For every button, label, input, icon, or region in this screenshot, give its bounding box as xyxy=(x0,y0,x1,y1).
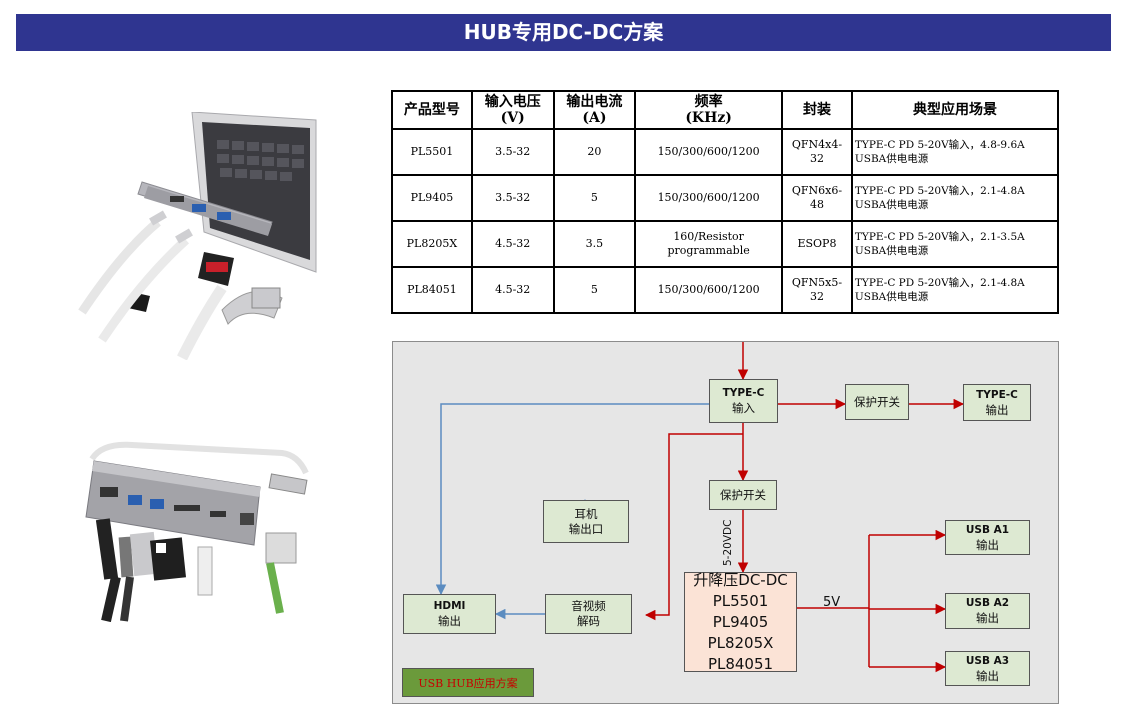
col-header-package: 封装 xyxy=(781,90,853,130)
output-voltage-label: 5V xyxy=(823,595,841,610)
hub-multiport-photo xyxy=(85,441,309,622)
col-header-application: 典型应用场景 xyxy=(850,90,1060,130)
table-row: PL84051 4.5-32 5 150/300/600/1200 QFN5x5… xyxy=(391,266,1060,314)
hub-laptop-photo xyxy=(78,112,317,360)
earphone-output-box: 耳机输出口 xyxy=(543,500,629,543)
col-header-output-current: 输出电流(A) xyxy=(552,90,637,130)
diagram-legend: USB HUB应用方案 xyxy=(402,668,534,697)
table-row: PL9405 3.5-32 5 150/300/600/1200 QFN6x6-… xyxy=(391,174,1060,222)
col-header-input-voltage: 输入电压(V) xyxy=(470,90,555,130)
av-decoder-box: 音视频解码 xyxy=(545,594,632,634)
page-title-banner: HUB专用DC-DC方案 xyxy=(16,14,1111,51)
col-header-frequency: 频率(KHz) xyxy=(634,90,783,130)
product-spec-table: 产品型号 输入电压(V) 输出电流(A) 频率(KHz) 封装 典型应用场景 P… xyxy=(391,90,1060,314)
input-voltage-label: 5-20VDC xyxy=(722,519,734,566)
protection-switch-top: 保护开关 xyxy=(845,384,909,420)
table-row: PL5501 3.5-32 20 150/300/600/1200 QFN4x4… xyxy=(391,128,1060,176)
page-title: HUB专用DC-DC方案 xyxy=(463,20,664,44)
table-header-row: 产品型号 输入电压(V) 输出电流(A) 频率(KHz) 封装 典型应用场景 xyxy=(391,90,1060,130)
protection-switch-mid: 保护开关 xyxy=(709,480,777,510)
diagram-wires xyxy=(435,342,965,673)
col-header-model: 产品型号 xyxy=(391,90,473,130)
